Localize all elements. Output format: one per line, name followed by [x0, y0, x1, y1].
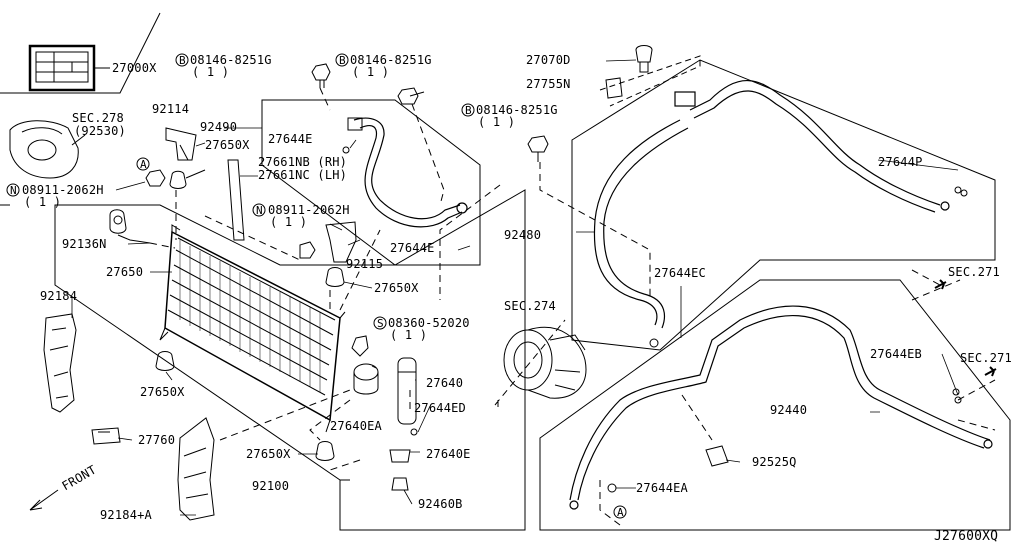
- screw-icon: [351, 335, 369, 357]
- pipe-92490-icon: [347, 117, 468, 228]
- insulator-icon: [9, 120, 79, 179]
- air-guide-92184a-icon: [177, 417, 215, 521]
- mount-icon-a: [169, 170, 187, 189]
- receiver-dryer-icon: [353, 357, 417, 425]
- bolt-icon-c: [527, 135, 549, 162]
- part-27755n-icon: [605, 77, 623, 99]
- sec271-arrow-a: [934, 279, 947, 290]
- sec271-arrow-b: [984, 366, 997, 377]
- pipe-region: [261, 99, 481, 266]
- compressor-icon: [503, 326, 587, 399]
- fitting-27640e-icon: [389, 428, 418, 491]
- hose-region: [571, 59, 996, 351]
- nut-icon-a: [145, 169, 166, 187]
- air-guide-92184-icon: [43, 313, 77, 413]
- mount-icon-b: [325, 267, 345, 287]
- mount-icon-c: [155, 351, 175, 371]
- side-seal-icon: [227, 159, 245, 241]
- part-27070d-icon: [635, 45, 653, 73]
- mount-icon-d: [315, 441, 335, 461]
- label-sheet-icon: [28, 44, 96, 92]
- bolt-icon-a: [311, 63, 331, 88]
- dashed-leader-lines: [149, 87, 996, 526]
- bracket-92114-icon: [165, 127, 197, 161]
- condenser-region: [54, 189, 526, 531]
- bolt-icon-b: [397, 87, 425, 105]
- pipe-92480-icon: [593, 80, 950, 329]
- dashed-ref-1: [599, 55, 701, 107]
- clip-27760-icon: [91, 427, 121, 445]
- condenser-fins: [179, 240, 321, 392]
- clip-92525q-icon: [705, 445, 729, 467]
- clip-92136n-icon: [109, 209, 127, 234]
- region-line-top-left: [0, 12, 161, 94]
- condenser-icon: [159, 224, 346, 433]
- pipe-region-92440: [539, 279, 1011, 531]
- front-arrow-icon: [29, 489, 59, 511]
- bracket-92115-icon: [299, 221, 357, 263]
- pipe-92440-icon: [569, 305, 993, 510]
